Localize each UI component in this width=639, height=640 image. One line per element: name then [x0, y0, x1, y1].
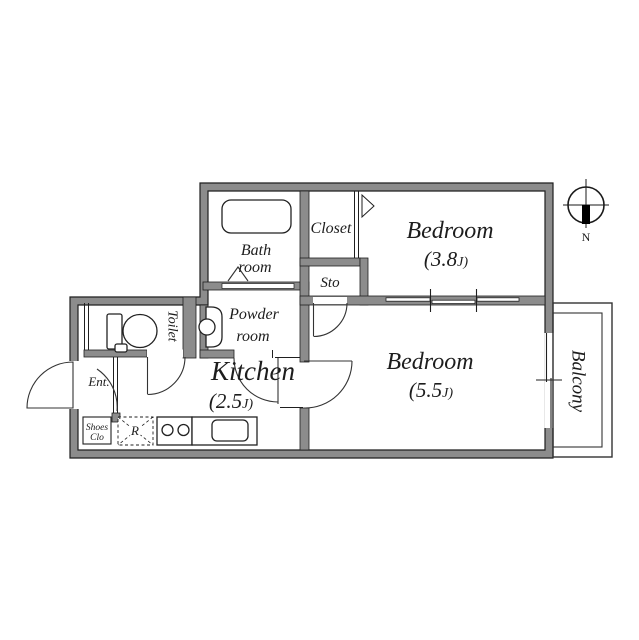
- bath-room-label-1: Bath: [241, 242, 271, 259]
- thin-partitions: [84, 191, 359, 413]
- sto-door-opening: [313, 297, 347, 304]
- bedroom-upper-door-mark: [361, 193, 375, 219]
- openings: [69, 283, 562, 428]
- bedroom-upper-label: Bedroom: [406, 218, 493, 244]
- front-door-swing: [26, 361, 74, 409]
- bedroom-lower-area: (5.5J): [409, 378, 453, 402]
- toilet-fixture: [106, 313, 158, 353]
- compass-icon: N: [563, 179, 609, 244]
- bedroom-divider-window: [385, 289, 520, 312]
- shoes-closet-label-2: Clo: [90, 433, 104, 443]
- powder-room-label-2: room: [236, 328, 269, 345]
- balcony-sliding-door: [536, 333, 562, 428]
- core-vertical-wall-lower: [299, 407, 310, 451]
- room-labels: Bath room Closet Sto Bedroom (3.8J) Powd…: [86, 218, 589, 443]
- kitchen-sink: [191, 416, 258, 446]
- washbasin: [198, 306, 223, 348]
- compass-north-label: N: [582, 230, 591, 244]
- core-vertical-wall: [299, 190, 310, 363]
- bedroom-entry-door: [303, 360, 353, 409]
- closet-label: Closet: [311, 220, 352, 237]
- refrigerator-label: R: [130, 423, 139, 438]
- doors: [26, 193, 375, 412]
- toilet-door: [146, 356, 186, 396]
- powder-bottom-wall: [199, 349, 235, 359]
- sto-door: [312, 302, 348, 338]
- front-door-opening: [69, 361, 80, 409]
- front-door-inner-arc: [96, 368, 118, 412]
- bedroom-upper-area: (3.8J): [424, 247, 468, 271]
- bath-threshold: [221, 283, 295, 289]
- bedroom-lower-label: Bedroom: [386, 349, 473, 375]
- sto-label: Sto: [320, 275, 340, 291]
- shoes-closet-box: [82, 416, 112, 445]
- shoes-closet-label-1: Shoes: [86, 423, 108, 433]
- entrance-label: Ent.: [87, 374, 109, 389]
- closet-sto-divider-wall: [299, 257, 361, 267]
- toilet-right-wall: [182, 296, 197, 359]
- kitchen-area: (2.5J): [209, 389, 253, 413]
- balcony-outline: [552, 302, 613, 458]
- kitchen-label: Kitchen: [210, 356, 295, 386]
- bathtub: [221, 199, 292, 234]
- balcony-label: Balcony: [568, 350, 589, 413]
- toilet-door-opening: [147, 349, 183, 358]
- powder-room-label-1: Powder: [228, 306, 280, 323]
- fixtures: R: [82, 199, 292, 446]
- refrigerator-space: R: [117, 416, 154, 446]
- bath-room-label-2: room: [238, 259, 271, 276]
- stove-burners: [156, 416, 193, 446]
- toilet-label: Toilet: [165, 310, 180, 342]
- bath-folding-door: [227, 266, 249, 282]
- powder-room-door: [233, 357, 279, 404]
